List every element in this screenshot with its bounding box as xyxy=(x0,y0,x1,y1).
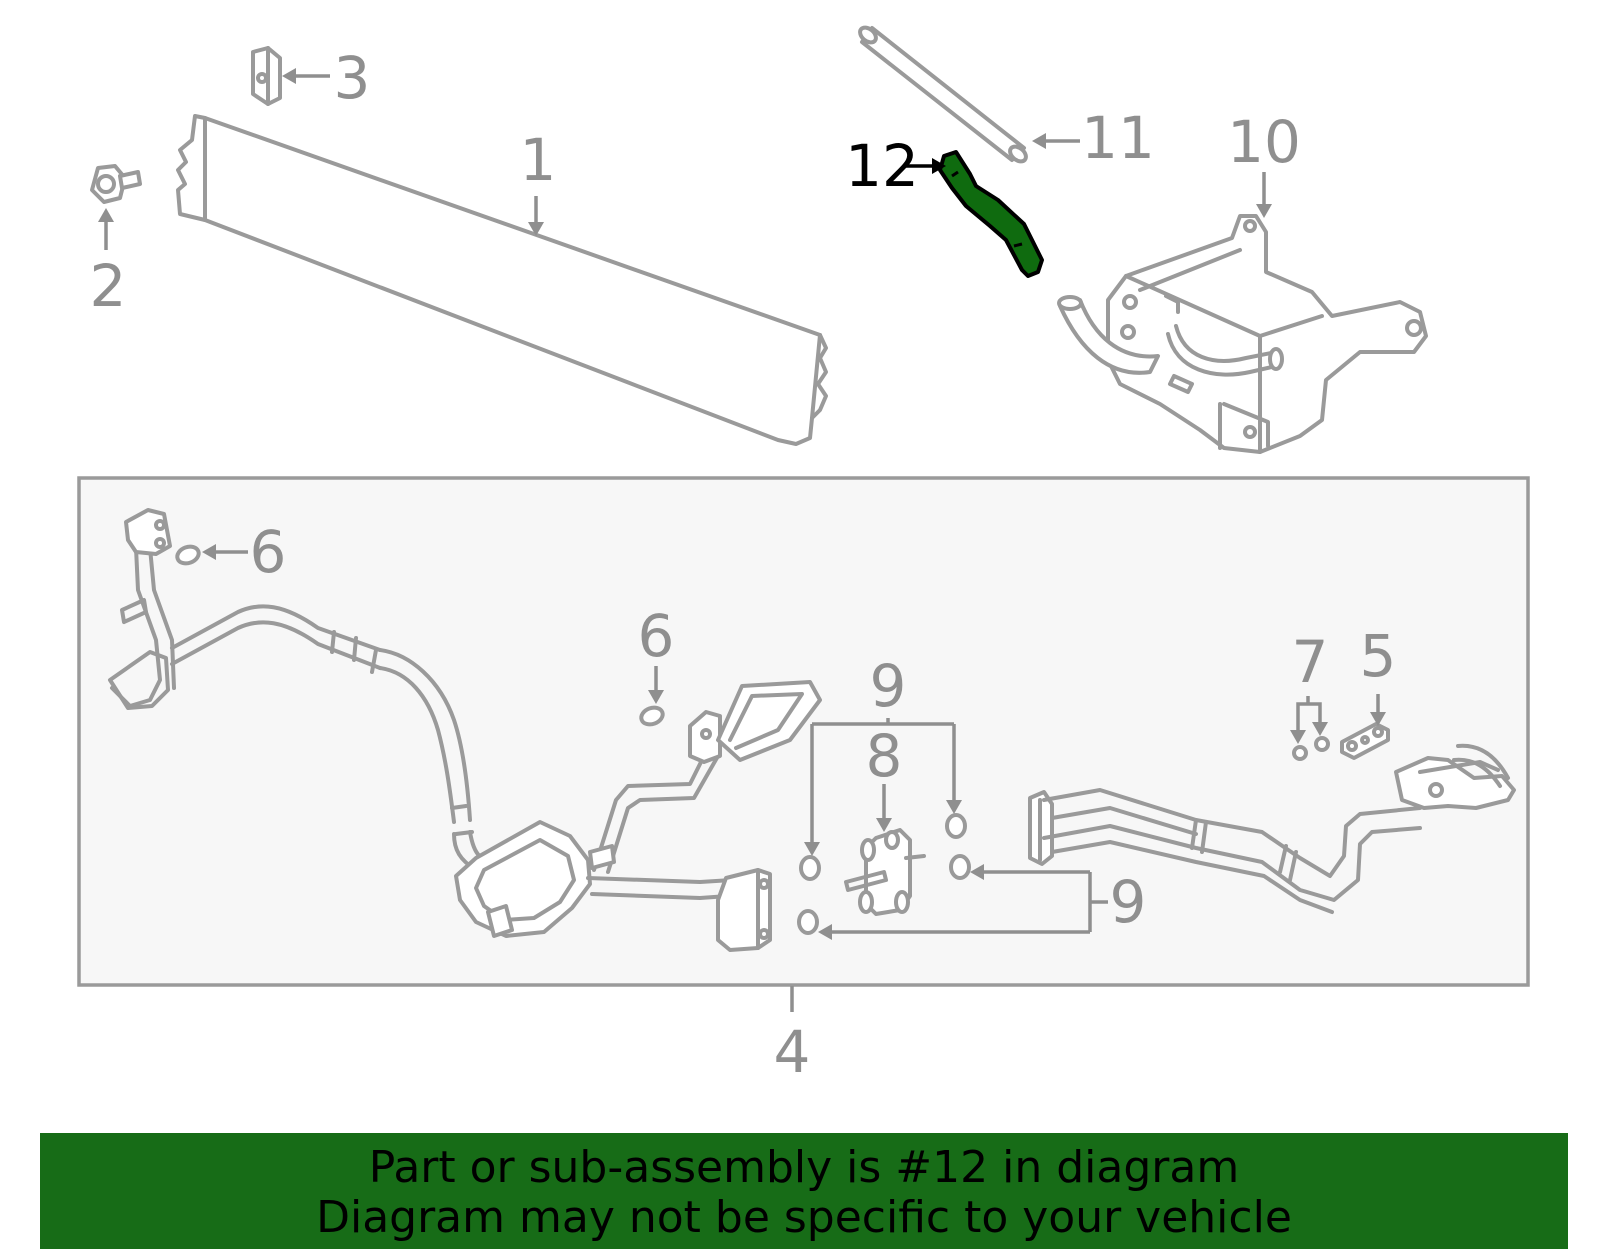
callout-9-top: 9 xyxy=(870,652,907,720)
banner-line-1: Part or sub-assembly is #12 in diagram xyxy=(368,1142,1240,1193)
part-12-hose-highlighted xyxy=(938,150,1044,278)
callout-7: 7 xyxy=(1292,628,1329,696)
part-6-seals xyxy=(175,544,665,727)
part-4-pipe-left xyxy=(108,508,822,952)
part-2-bolt xyxy=(90,164,142,204)
callout-2: 2 xyxy=(90,252,127,320)
part-10-oil-cooler xyxy=(1057,214,1428,454)
part-11-tube xyxy=(858,25,1028,164)
banner-line-2: Diagram may not be specific to your vehi… xyxy=(316,1192,1292,1243)
callout-11: 11 xyxy=(1081,104,1155,172)
callout-5: 5 xyxy=(1360,622,1397,690)
part-9-orings xyxy=(797,813,971,935)
callout-6-top: 6 xyxy=(250,518,287,586)
callout-12: 12 xyxy=(845,132,919,200)
part-8-valve xyxy=(844,828,926,916)
callout-8: 8 xyxy=(866,722,903,790)
callout-10: 10 xyxy=(1227,108,1301,176)
info-banner: Part or sub-assembly is #12 in diagram D… xyxy=(40,1133,1568,1249)
assembly-4-box xyxy=(77,476,1530,987)
part-4-pipe-right xyxy=(1028,743,1516,914)
leader-lines xyxy=(98,68,1386,1012)
callout-numbers: 1 2 3 4 5 6 6 7 8 9 9 10 11 12 xyxy=(90,44,1397,1086)
part-1-cooler xyxy=(176,114,828,446)
callout-3: 3 xyxy=(334,44,371,112)
part-3-clip xyxy=(251,46,282,106)
callout-6-middle: 6 xyxy=(638,602,675,670)
callout-4: 4 xyxy=(774,1018,811,1086)
part-5-gasket xyxy=(1340,722,1390,760)
part-7-orings xyxy=(1292,736,1330,761)
callout-1: 1 xyxy=(520,126,557,194)
callout-9-bottom: 9 xyxy=(1110,868,1147,936)
